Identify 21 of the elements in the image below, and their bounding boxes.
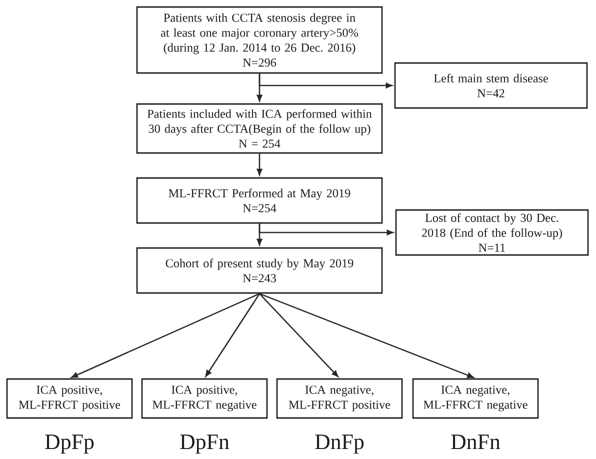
group-label: DnFp — [315, 434, 364, 454]
arrow — [205, 293, 260, 377]
process-box: ML-FFRCT Performed at May 2019 N=254 — [136, 177, 383, 224]
arrow — [256, 154, 262, 176]
process-box: ICA negative, ML-FFRCT negative — [412, 378, 539, 419]
arrow — [258, 224, 394, 236]
process-box: ICA negative, ML-FFRCT positive — [276, 378, 403, 419]
group-label: DpFp — [45, 434, 94, 454]
group-label: DnFn — [451, 434, 500, 450]
group-label: DpFn — [180, 434, 230, 454]
arrow — [258, 74, 392, 88]
arrow — [259, 293, 338, 378]
arrow — [71, 293, 260, 378]
arrow — [259, 293, 474, 378]
process-box: Patients with CCTA stenosis degree in at least one major coronary artery>50% (during 12 Jan. 2014 to 26 Dec. 2016) N=296 — [136, 6, 383, 74]
process-box: Left main stem disease N=42 — [394, 62, 588, 109]
process-box: Cohort of present study by May 2019 N=243 — [136, 247, 383, 294]
process-box: ICA positive, ML-FFRCT positive — [6, 378, 133, 419]
process-box: ICA positive, ML-FFRCT negative — [141, 378, 268, 419]
process-box: Patients included with ICA performed within 30 days after CCTA(Begin of the follow up) N = 254 — [136, 103, 383, 154]
process-box: Lost of contact by 30 Dec. 2018 (End of the follow-up) N=11 — [395, 209, 589, 256]
